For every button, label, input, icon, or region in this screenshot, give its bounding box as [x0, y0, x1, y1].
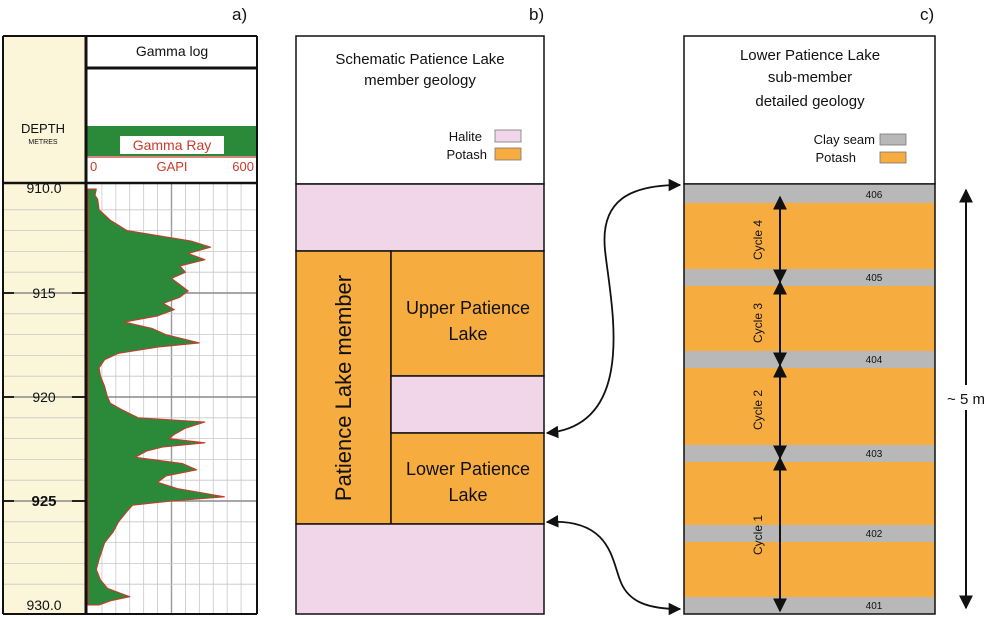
clay-seam-405 [684, 269, 935, 286]
panel-c-title-3: detailed geology [755, 93, 865, 110]
panel-b-title-2: member geology [364, 72, 476, 89]
patience-lake-member-block [295, 250, 392, 525]
cycle-1-label: Cycle 1 [751, 515, 765, 555]
potash-interval [684, 462, 935, 525]
depth-label: 925 [31, 493, 56, 510]
gamma-title-box [87, 36, 257, 68]
legend-c-clay-label: Clay seam [814, 132, 875, 147]
lower-patience-lake-block [390, 432, 545, 525]
seam-label-404: 404 [866, 355, 883, 366]
seam-label-403: 403 [866, 449, 883, 460]
gamma-log-curve [87, 188, 225, 606]
patience-lake-member-label: Patience Lake member [331, 275, 356, 501]
panel-label-c: c) [920, 5, 934, 24]
halite-top [295, 183, 545, 252]
gamma-ray-label-box [120, 136, 224, 154]
potash-interval [684, 368, 935, 445]
panel-b-header [295, 35, 545, 185]
depth-label: 920 [32, 389, 56, 405]
potash-interval [684, 542, 935, 597]
potash-interval [684, 286, 935, 351]
legend-b-potash-label: Potash [447, 147, 487, 162]
panel-c-title-1: Lower Patience Lake [740, 47, 880, 64]
scale-min: 0 [90, 159, 97, 174]
seam-label-402: 402 [866, 529, 883, 540]
panel-label-a: a) [232, 5, 247, 24]
seam-label-401: 401 [866, 601, 883, 612]
cycle-2-label: Cycle 2 [751, 390, 765, 430]
clay-seam-404 [684, 351, 935, 368]
legend-b-potash-swatch [494, 147, 522, 161]
depth-label: 915 [32, 285, 56, 301]
halite-middle [390, 375, 545, 434]
seam-label-406: 406 [866, 190, 883, 201]
depth-units: METRES [28, 139, 58, 146]
halite-bottom [295, 523, 545, 615]
gamma-ray-label: Gamma Ray [133, 137, 212, 153]
legend-b-halite-label: Halite [449, 129, 482, 144]
scale-max: 600 [232, 159, 254, 174]
seam-label-405: 405 [866, 273, 883, 284]
upper-patience-label-2: Lake [448, 324, 487, 344]
panel-b-title-1: Schematic Patience Lake [335, 51, 504, 68]
legend-b-halite-swatch [494, 129, 522, 143]
cycle-3-label: Cycle 3 [751, 303, 765, 343]
thickness-label: ~ 5 m [947, 391, 985, 408]
connector-arrow-top [545, 178, 682, 439]
panel-label-b: b) [529, 5, 544, 24]
clay-seam-403 [684, 445, 935, 462]
depth-header: DEPTH [21, 121, 65, 136]
legend-c-clay-swatch [879, 133, 907, 146]
scale-units: GAPI [156, 159, 187, 174]
clay-seam-401 [684, 597, 935, 614]
panel-c-title-2: sub-member [768, 69, 852, 86]
lower-patience-label-2: Lake [448, 485, 487, 505]
depth-track [3, 36, 85, 614]
legend-c-potash-swatch [879, 151, 907, 164]
legend-c-potash-label: Potash [816, 150, 856, 165]
lower-patience-label-1: Lower Patience [406, 459, 530, 479]
upper-patience-label-1: Upper Patience [406, 298, 530, 318]
clay-seam-402 [684, 525, 935, 542]
connector-arrow-bottom [545, 515, 682, 616]
clay-seam-406 [684, 185, 935, 203]
potash-interval [684, 203, 935, 269]
gamma-log-title: Gamma log [136, 43, 208, 59]
cycle-4-label: Cycle 4 [751, 220, 765, 260]
depth-label: 930.0 [26, 597, 61, 613]
